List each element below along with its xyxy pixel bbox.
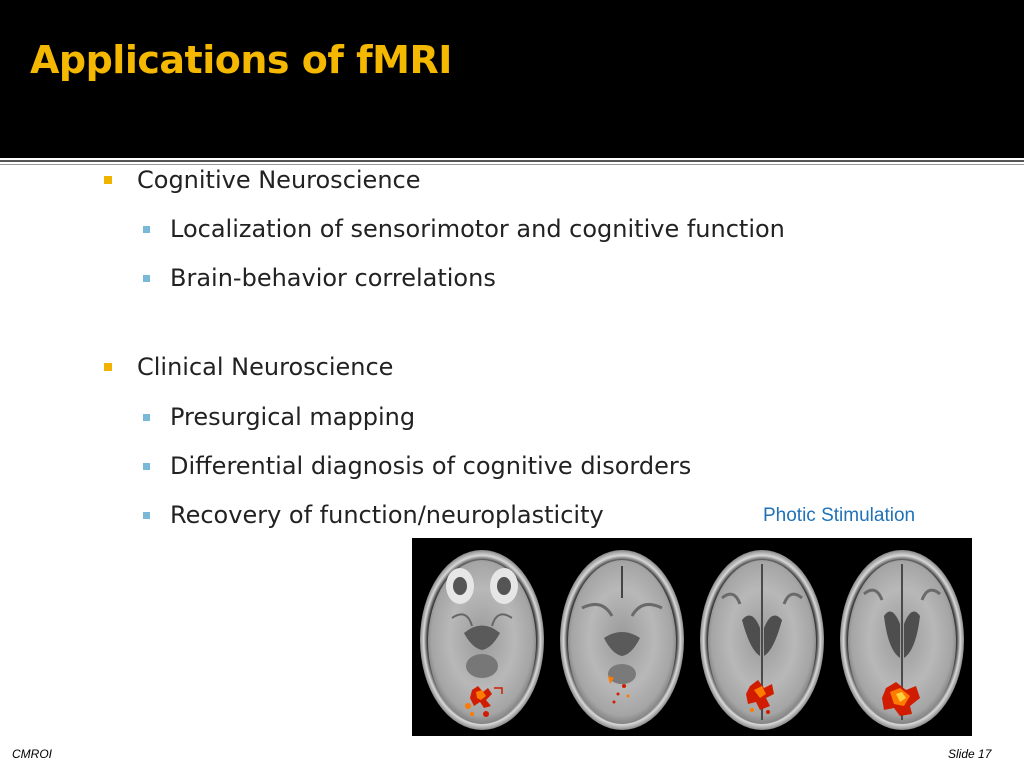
square-bullet-icon (143, 275, 150, 282)
figure-caption: Photic Stimulation (763, 505, 916, 526)
bullet-text: Presurgical mapping (170, 403, 416, 431)
activation-cluster-4 (882, 682, 920, 716)
activation-cluster-2 (608, 676, 630, 704)
footer-organization: CMROI (12, 747, 52, 761)
mri-scan-image (420, 550, 964, 730)
bullet-text: Brain-behavior correlations (170, 264, 496, 292)
square-bullet-icon (104, 363, 112, 371)
bullet-presurgical-mapping: Presurgical mapping (143, 403, 416, 431)
bullet-brain-behavior: Brain-behavior correlations (143, 264, 496, 292)
mri-slice-1 (420, 550, 544, 730)
activation-cluster-3 (746, 680, 774, 714)
bullet-text: Differential diagnosis of cognitive diso… (170, 452, 692, 480)
bullet-localization: Localization of sensorimotor and cogniti… (143, 215, 785, 243)
bullet-text: Cognitive Neuroscience (137, 166, 421, 194)
title-bar: Applications of fMRI (0, 0, 1024, 158)
title-divider (0, 160, 1024, 162)
bullet-differential-diagnosis: Differential diagnosis of cognitive diso… (143, 452, 692, 480)
title-divider-thin (0, 164, 1024, 165)
mri-slice-3 (700, 550, 824, 730)
square-bullet-icon (143, 463, 150, 470)
square-bullet-icon (143, 226, 150, 233)
slide-title: Applications of fMRI (30, 38, 452, 82)
square-bullet-icon (143, 414, 150, 421)
bullet-clinical-neuroscience: Clinical Neuroscience (104, 353, 394, 381)
bullet-text: Recovery of function/neuroplasticity (170, 501, 604, 529)
mri-scan-panel (412, 538, 972, 736)
footer-slide-number: Slide 17 (948, 747, 992, 761)
square-bullet-icon (104, 176, 112, 184)
square-bullet-icon (143, 512, 150, 519)
mri-slice-4 (840, 550, 964, 730)
bullet-text: Clinical Neuroscience (137, 353, 394, 381)
mri-slice-2 (560, 550, 684, 730)
bullet-text: Localization of sensorimotor and cogniti… (170, 215, 785, 243)
activation-cluster-1 (465, 686, 503, 717)
bullet-cognitive-neuroscience: Cognitive Neuroscience (104, 166, 421, 194)
bullet-recovery-of-function: Recovery of function/neuroplasticity (143, 501, 604, 529)
